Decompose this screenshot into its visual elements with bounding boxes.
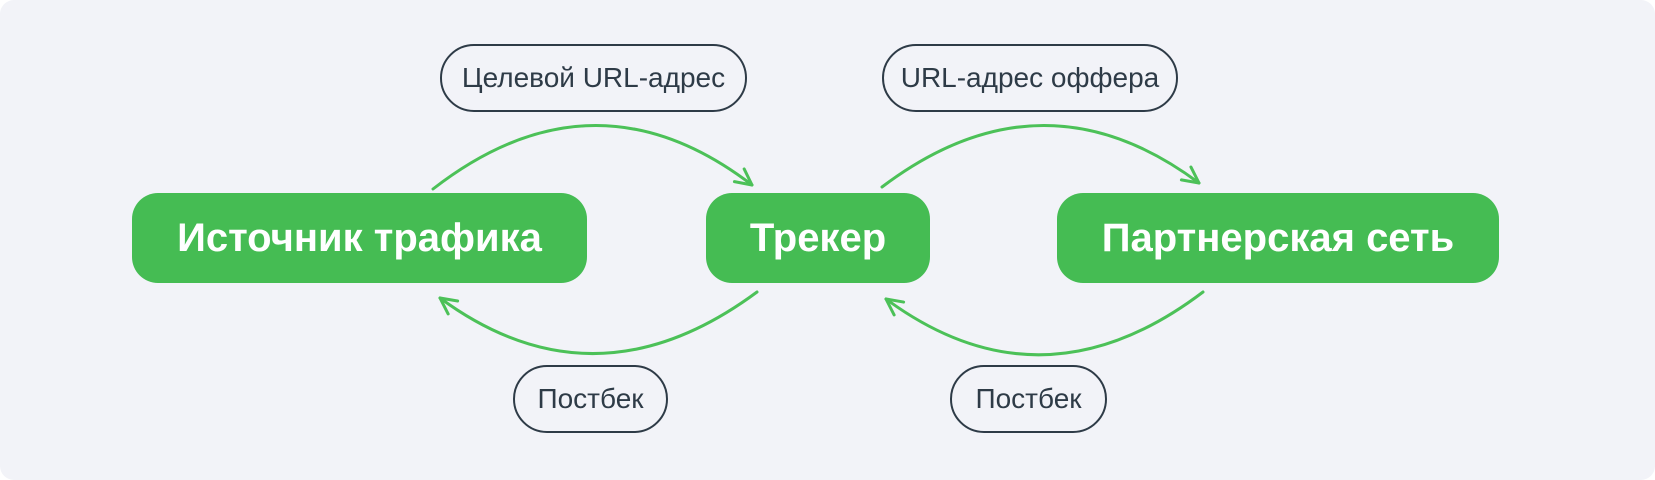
label-pill-postback-left: Постбек: [513, 365, 668, 433]
label-pill-postback-right: Постбек: [950, 365, 1107, 433]
postback-right-arrow-icon: [884, 290, 1205, 357]
node-label: Источник трафика: [177, 215, 542, 260]
postback-left-label: Постбек: [537, 383, 644, 414]
node-tracker: Трекер: [706, 193, 930, 283]
node-traffic-source: Источник трафика: [132, 193, 587, 283]
postback-left-arrow-icon: [438, 290, 759, 355]
node-affiliate-network: Партнерская сеть: [1057, 193, 1499, 283]
target-url-arrow-icon: [431, 124, 754, 191]
label-pill-target-url: Целевой URL-адрес: [440, 44, 747, 112]
postback-right-label: Постбек: [975, 383, 1082, 414]
node-label: Трекер: [749, 215, 887, 260]
target-url-label: Целевой URL-адрес: [461, 62, 726, 93]
label-pill-offer-url: URL-адрес оффера: [882, 44, 1178, 112]
offer-url-arrow-icon: [880, 124, 1201, 189]
node-label: Партнерская сеть: [1101, 215, 1455, 260]
offer-url-label: URL-адрес оффера: [900, 62, 1160, 93]
